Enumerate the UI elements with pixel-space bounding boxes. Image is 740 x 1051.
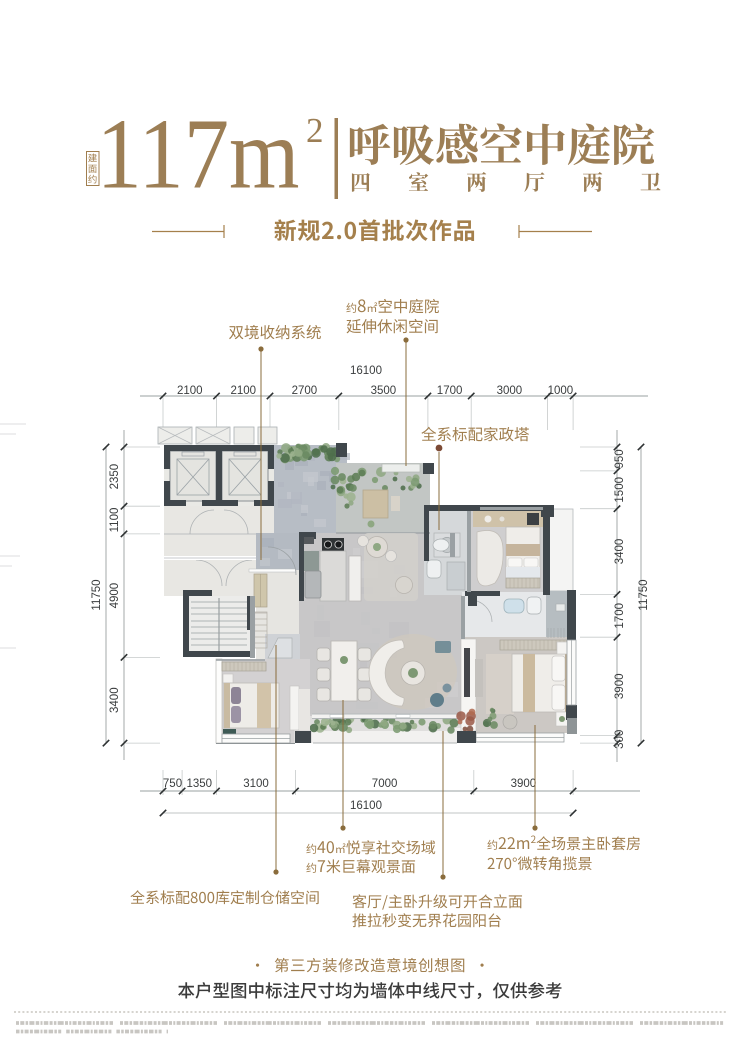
svg-text:2100: 2100 — [231, 385, 257, 397]
svg-text:2: 2 — [306, 111, 324, 150]
svg-text:3900: 3900 — [614, 674, 626, 700]
svg-text:300: 300 — [614, 730, 626, 749]
svg-text:16100: 16100 — [350, 365, 382, 377]
svg-text:16100: 16100 — [350, 800, 382, 812]
svg-text:11750: 11750 — [91, 579, 103, 610]
svg-text:1100: 1100 — [109, 508, 121, 533]
svg-text:950: 950 — [614, 449, 626, 468]
svg-text:117m: 117m — [97, 98, 300, 210]
svg-text:2350: 2350 — [109, 464, 121, 490]
svg-text:2100: 2100 — [177, 385, 203, 397]
svg-text:2700: 2700 — [292, 385, 318, 397]
svg-text:4900: 4900 — [109, 583, 121, 609]
svg-text:1500: 1500 — [614, 477, 626, 503]
svg-text:1700: 1700 — [437, 385, 463, 397]
svg-text:3000: 3000 — [497, 385, 523, 397]
svg-text:1350: 1350 — [187, 778, 213, 790]
svg-text:1700: 1700 — [614, 603, 626, 629]
svg-text:3500: 3500 — [371, 385, 397, 397]
svg-text:3400: 3400 — [614, 539, 626, 565]
svg-text:1000: 1000 — [548, 385, 574, 397]
svg-text:3900: 3900 — [511, 778, 537, 790]
svg-text:11750: 11750 — [638, 579, 650, 610]
svg-text:750: 750 — [163, 778, 182, 790]
svg-text:3400: 3400 — [109, 687, 121, 713]
svg-text:3100: 3100 — [243, 778, 269, 790]
svg-text:7000: 7000 — [372, 778, 398, 790]
